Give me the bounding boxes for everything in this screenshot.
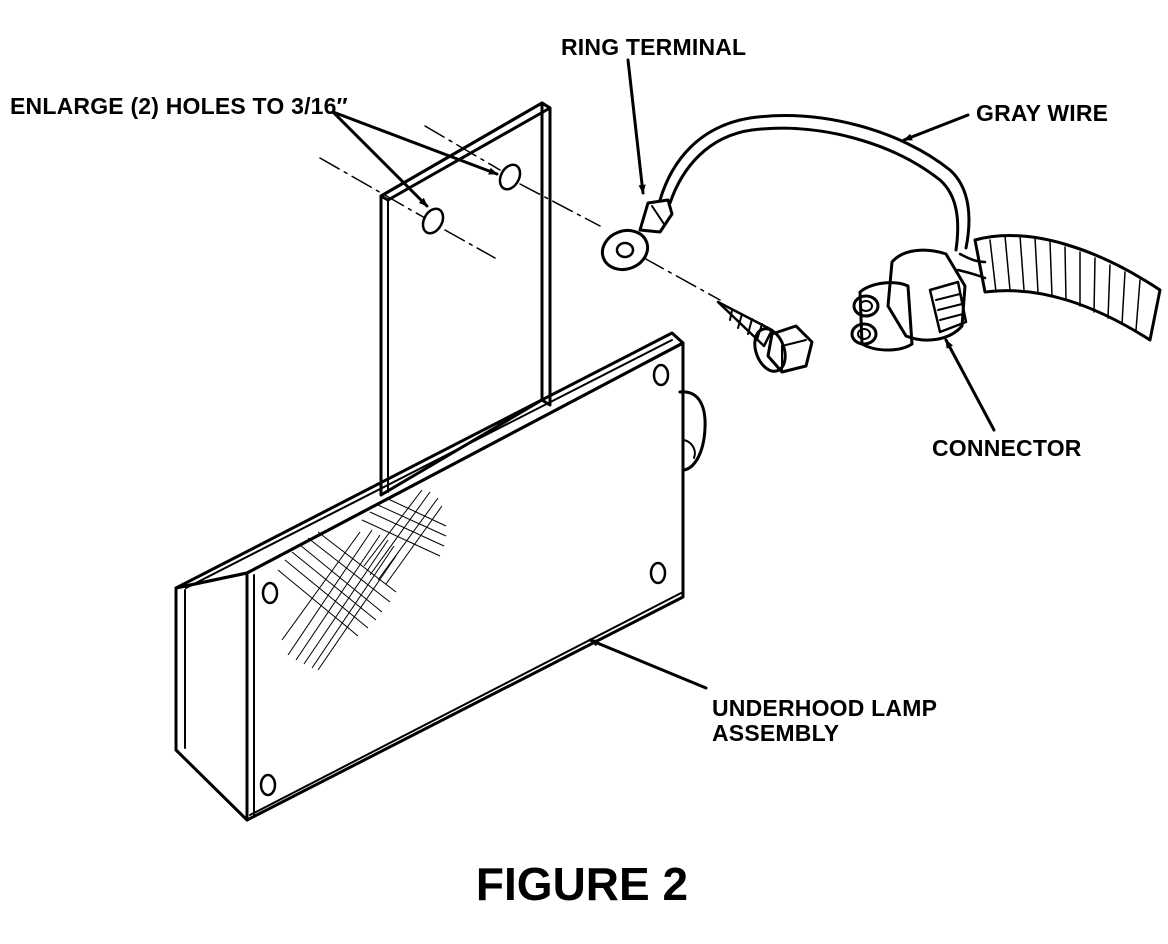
- label-ring-terminal: RING TERMINAL: [561, 34, 746, 60]
- bracket-holes: [421, 163, 522, 235]
- label-assembly: ASSEMBLY: [712, 720, 839, 746]
- underhood-lamp-assembly: [174, 331, 707, 822]
- mounting-screw: [716, 300, 814, 374]
- gray-wire: [658, 114, 971, 252]
- label-gray-wire: GRAY WIRE: [976, 100, 1108, 126]
- lens-hatching: [277, 489, 447, 671]
- figure-caption: FIGURE 2: [476, 858, 688, 910]
- label-enlarge-holes: ENLARGE (2) HOLES TO 3/16″: [10, 93, 348, 119]
- label-underhood-lamp: UNDERHOOD LAMP: [712, 695, 937, 721]
- connector-and-harness: [850, 234, 1162, 352]
- ring-terminal: [600, 198, 674, 272]
- leader-arrows: [331, 58, 996, 690]
- center-lines: [319, 125, 721, 301]
- label-connector: CONNECTOR: [932, 435, 1082, 461]
